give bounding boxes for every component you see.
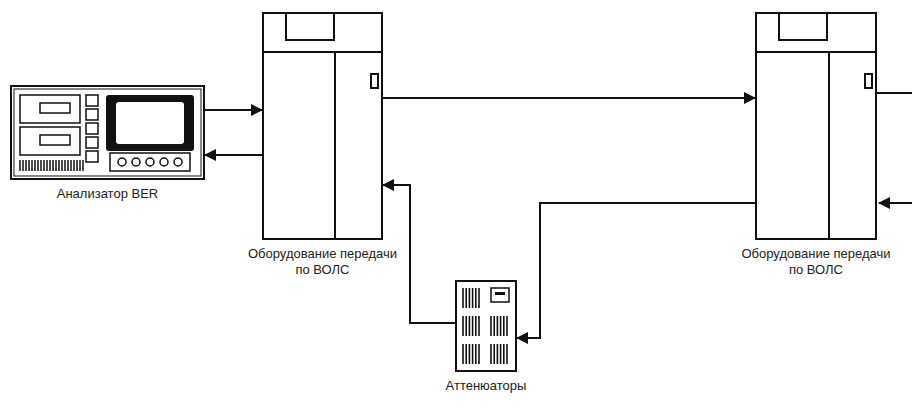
outline <box>455 280 517 372</box>
node-label: Оборудование передачи по ВОЛС <box>248 246 398 278</box>
outline <box>10 85 205 180</box>
signal-line <box>205 154 262 156</box>
outline <box>755 12 877 240</box>
node-label: Аттенюаторы <box>426 378 546 394</box>
signal-line <box>383 97 755 99</box>
ber-analyzer: Анализатор BER <box>10 85 205 180</box>
wire <box>879 202 912 204</box>
transmission-equipment: Оборудование передачи по ВОЛС <box>755 12 877 240</box>
signal-line <box>205 109 262 111</box>
outline <box>262 12 383 240</box>
transmission-equipment: Оборудование передачи по ВОЛС <box>262 12 383 240</box>
node-label: Оборудование передачи по ВОЛС <box>741 246 891 278</box>
node-label: Анализатор BER <box>23 186 193 202</box>
wire <box>877 92 912 94</box>
attenuator-unit: Аттенюаторы <box>455 280 517 372</box>
signal-line <box>517 203 755 338</box>
